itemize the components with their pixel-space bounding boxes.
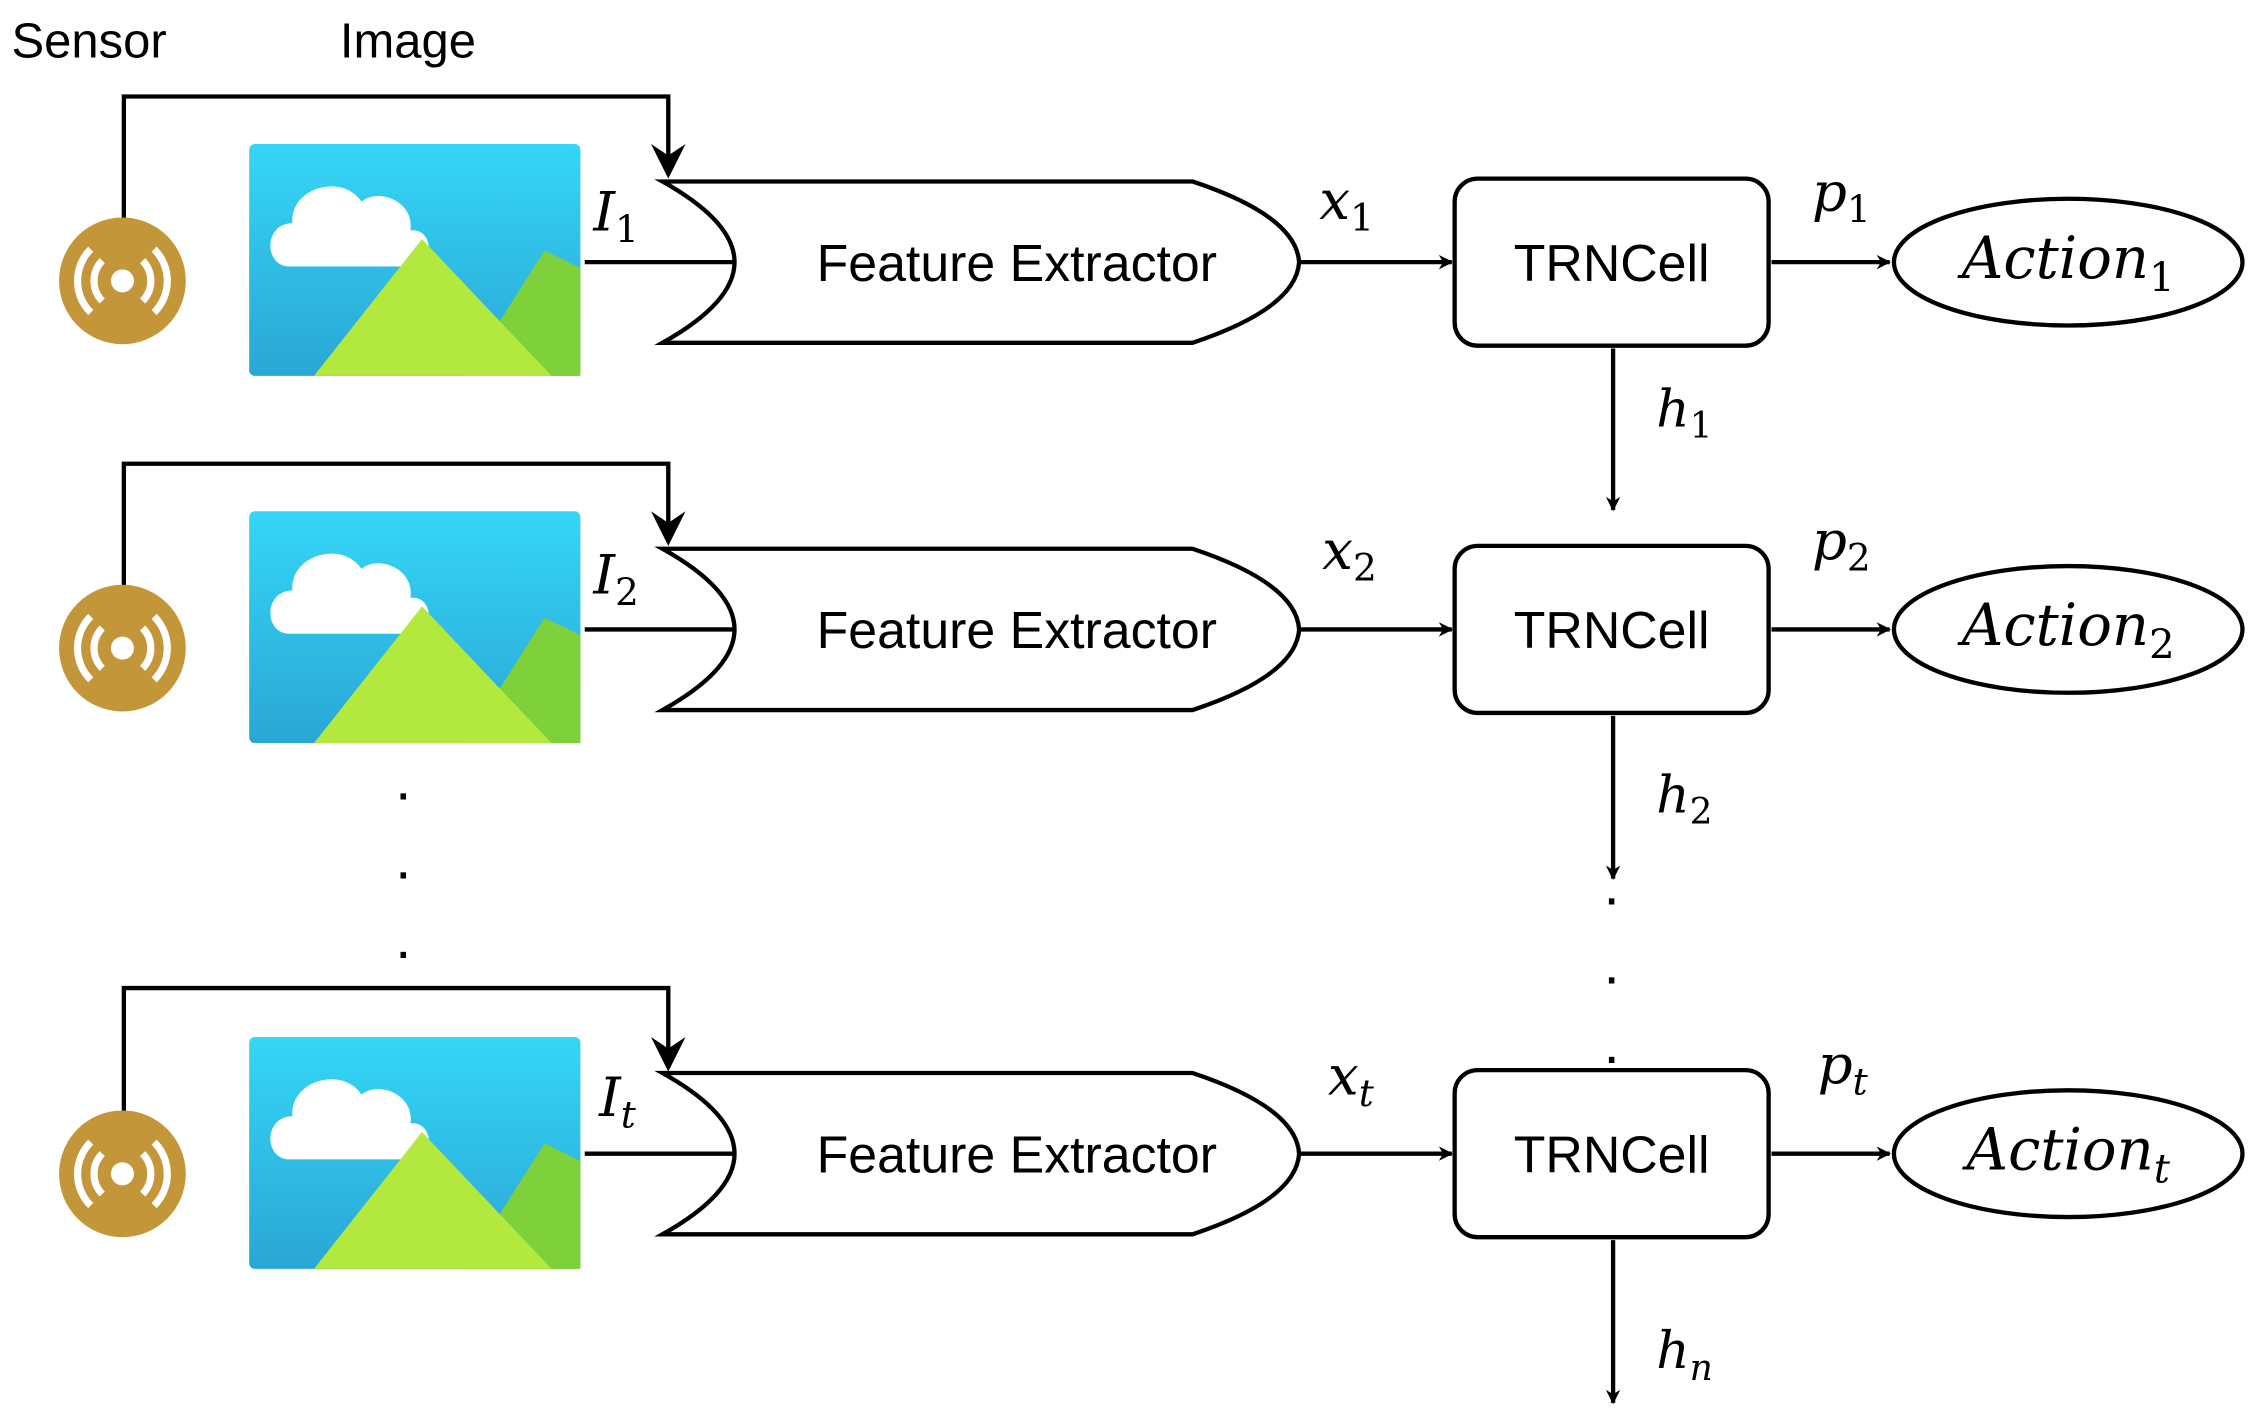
- sensor-column-label: Sensor: [12, 15, 167, 69]
- svg-text:.: .: [1604, 933, 1620, 997]
- pipeline-row-2: I2 Feature Extractor x2 TRNCell p2 Actio…: [59, 461, 2245, 881]
- feature-extractor-label: Feature Extractor: [817, 234, 1217, 292]
- input-frame-label: It: [598, 1065, 637, 1137]
- trn-cell-label: TRNCell: [1514, 234, 1710, 292]
- action-ellipse: [1891, 1088, 2245, 1220]
- sensor-icon: [59, 217, 186, 345]
- trn-cell-box: [1452, 1067, 1771, 1240]
- action-label: Action2: [1957, 592, 2175, 668]
- feature-extractor-shape: [654, 546, 1302, 713]
- svg-text:.: .: [395, 748, 411, 812]
- sensor-icon: [59, 1110, 186, 1238]
- feature-vector-label: x2: [1322, 518, 1377, 590]
- svg-text:.: .: [395, 907, 411, 971]
- image-icon: [249, 1036, 581, 1269]
- sensor-trigger-line: [121, 461, 671, 587]
- image-icon: [249, 511, 581, 744]
- action-ellipse: [1891, 196, 2245, 328]
- feature-vector-label: x1: [1319, 168, 1374, 240]
- feature-extractor-label: Feature Extractor: [817, 601, 1217, 659]
- action-label: Actiont: [1961, 1117, 2170, 1193]
- hidden-sequence-ellipsis: . . .: [1604, 853, 1620, 1075]
- feature-vector-label: xt: [1328, 1044, 1375, 1116]
- feature-extractor-label: Feature Extractor: [817, 1125, 1217, 1183]
- hidden-state-label: hn: [1656, 1321, 1713, 1389]
- trn-cell-box: [1452, 176, 1771, 348]
- image-icon: [249, 144, 581, 376]
- feature-extractor-shape: [654, 1070, 1302, 1237]
- svg-text:.: .: [1604, 853, 1620, 917]
- action-probability-label: p2: [1812, 508, 1871, 580]
- hidden-state-label: h1: [1656, 379, 1712, 447]
- trn-cell-box: [1452, 543, 1771, 716]
- trn-cell-label: TRNCell: [1514, 1125, 1710, 1183]
- sensor-trigger-arrowhead: [650, 144, 686, 179]
- hidden-state-label: h2: [1656, 765, 1712, 833]
- svg-text:.: .: [395, 828, 411, 892]
- sensor-trigger-arrowhead: [650, 511, 686, 546]
- sensor-trigger-line: [121, 985, 671, 1112]
- svg-text:.: .: [1604, 1012, 1620, 1076]
- input-frame-label: I1: [592, 179, 638, 251]
- sensor-trigger-arrowhead: [650, 1036, 686, 1072]
- action-probability-label: p1: [1812, 159, 1871, 231]
- image-column-label: Image: [340, 15, 476, 69]
- action-label: Action1: [1957, 225, 2175, 301]
- sensor-icon: [59, 584, 186, 712]
- pipeline-row-1: I1 Feature Extractor x1 TRNCell p1 Actio…: [59, 94, 2245, 512]
- action-ellipse: [1891, 563, 2245, 695]
- sensor-trigger-line: [121, 94, 671, 219]
- action-probability-label: pt: [1818, 1032, 1869, 1104]
- feature-extractor-shape: [654, 179, 1302, 345]
- trn-cell-label: TRNCell: [1514, 601, 1710, 659]
- input-frame-label: I2: [592, 542, 638, 614]
- image-sequence-ellipsis: . . .: [395, 748, 411, 970]
- pipeline-row-t: It Feature Extractor xt TRNCell pt Actio…: [59, 985, 2245, 1405]
